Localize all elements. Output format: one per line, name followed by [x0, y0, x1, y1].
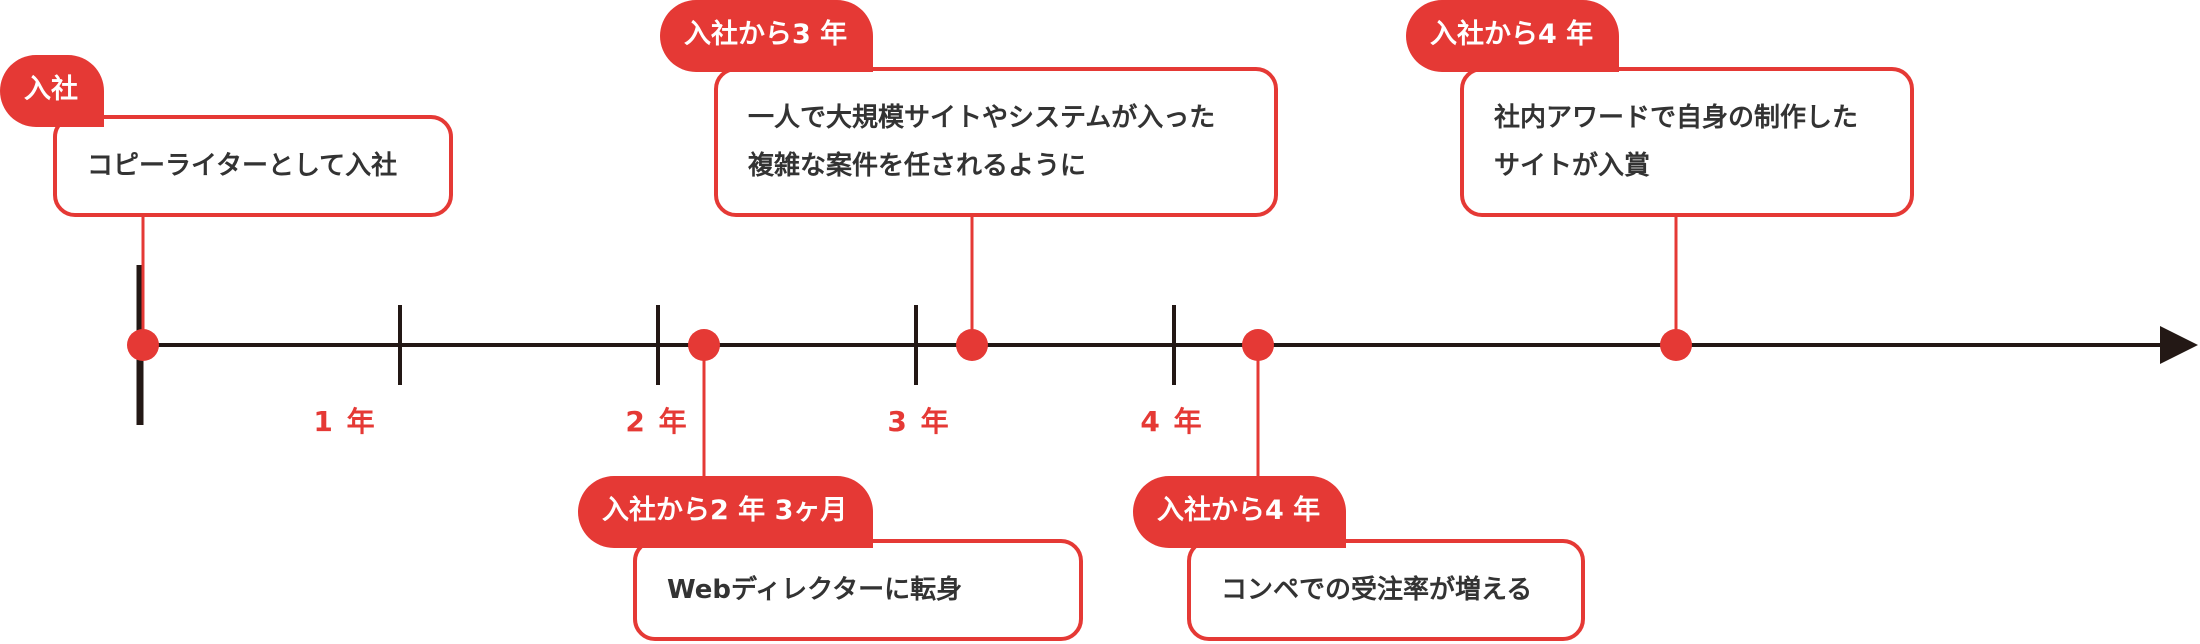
year-label-3: 3 年	[887, 405, 951, 438]
timeline-arrowhead	[2160, 326, 2198, 364]
event-dot-director	[688, 329, 720, 361]
event-dot-large-projects	[956, 329, 988, 361]
year-label-4: 4 年	[1140, 405, 1204, 438]
event-tag: 入社から4 年	[1133, 476, 1347, 548]
event-description: コピーライターとして入社	[53, 115, 453, 217]
event-tag: 入社から2 年 3ヶ月	[578, 476, 874, 548]
event-text-line: 社内アワードで自身の制作した	[1494, 103, 1859, 133]
event-tag: 入社	[0, 55, 104, 127]
event-tag: 入社から3 年	[660, 0, 874, 72]
event-text-line: Webディレクターに転身	[667, 575, 963, 605]
event-description: コンペでの受注率が増える	[1187, 539, 1585, 641]
event-description: 社内アワードで自身の制作した サイトが入賞	[1460, 67, 1914, 217]
year-label-1: 1 年	[313, 405, 377, 438]
event-text-line: コピーライターとして入社	[87, 151, 398, 181]
event-text-line: コンペでの受注率が増える	[1221, 575, 1533, 605]
event-text-line: 一人で大規模サイトやシステムが入った	[748, 103, 1216, 133]
event-tag: 入社から4 年	[1406, 0, 1620, 72]
event-dot-award	[1660, 329, 1692, 361]
event-dot-join	[127, 329, 159, 361]
year-label-2: 2 年	[625, 405, 689, 438]
event-text-line: 複雑な案件を任されるように	[748, 151, 1087, 181]
event-text-line: サイトが入賞	[1494, 151, 1651, 181]
event-description: 一人で大規模サイトやシステムが入った 複雑な案件を任されるように	[714, 67, 1278, 217]
event-description: Webディレクターに転身	[633, 539, 1083, 641]
event-dot-competition	[1242, 329, 1274, 361]
